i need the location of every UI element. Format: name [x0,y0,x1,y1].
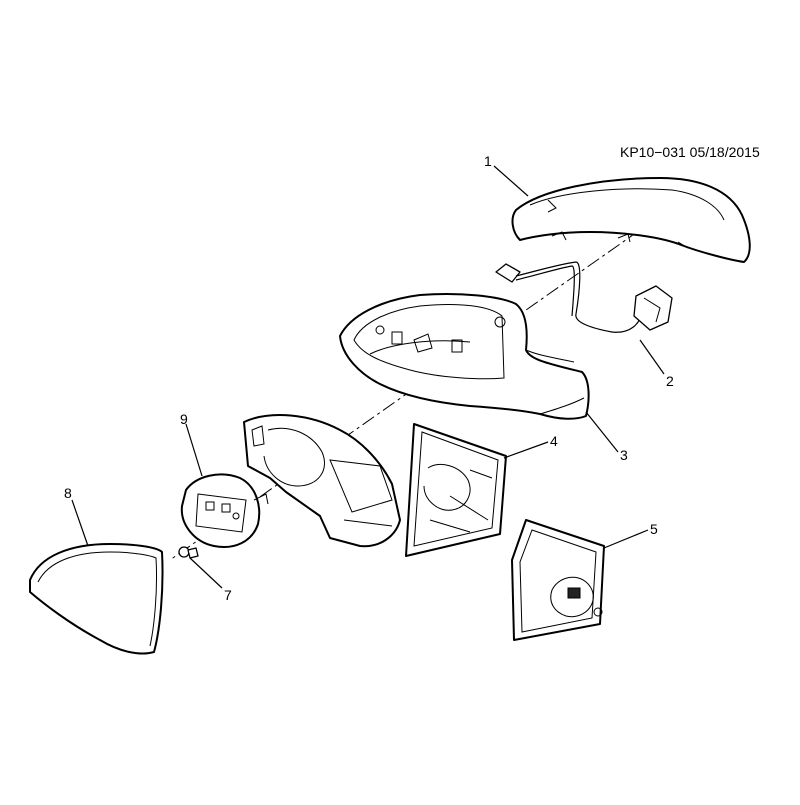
callout-5: 5 [650,521,658,537]
callout-4: 4 [550,433,558,449]
retaining-pin [178,546,199,559]
mirror-cover-cap [511,177,751,263]
glass-actuator-motor [180,473,269,548]
base-cover [511,519,605,641]
callout-9: 9 [180,411,188,427]
callout-8: 8 [64,485,72,501]
power-fold-bracket [405,423,507,557]
wiring-harness [495,261,673,333]
leader-2 [639,339,665,375]
callout-7: 7 [224,587,232,603]
leader-9 [185,423,203,477]
callout-leaders [71,165,665,589]
leader-4 [503,441,549,459]
leader-7 [189,557,223,589]
leader-1 [493,165,529,197]
callout-labels: 1 2 3 4 5 7 8 9 [64,153,674,603]
leader-5 [603,529,649,549]
diagram-reference-code: KP10−031 05/18/2015 [620,144,760,160]
mirror-frame-bracket [243,414,401,548]
leader-3 [585,411,619,453]
callout-3: 3 [620,447,628,463]
callout-2: 2 [666,373,674,389]
mirror-housing [339,293,590,420]
leader-8 [71,499,89,547]
mirror-glass [29,543,164,655]
callout-1: 1 [484,153,492,169]
